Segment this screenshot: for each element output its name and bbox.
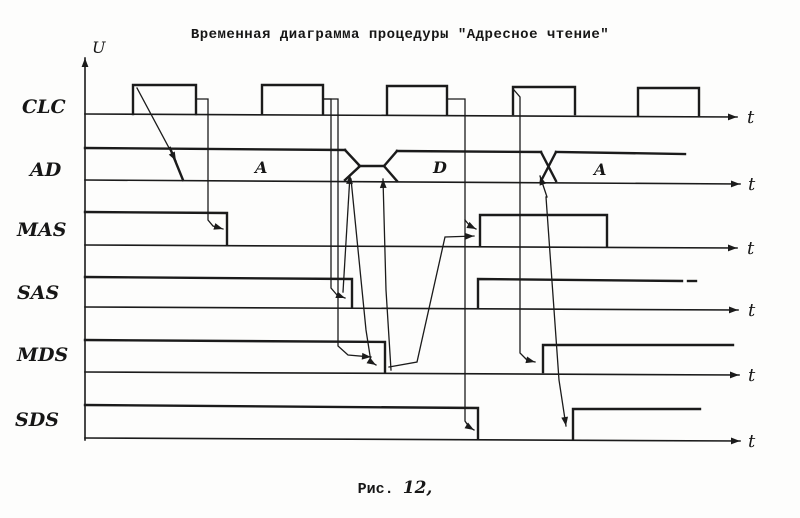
ad-crossover-2 (539, 150, 558, 183)
mds-high-1 (83, 338, 387, 374)
sas-high-1 (83, 275, 354, 309)
ad-open-top (382, 149, 399, 168)
t-axis-ad (84, 179, 741, 185)
mds-high-2 (541, 343, 735, 374)
signal-label-clc: CLC (22, 96, 66, 118)
arrow-ad-crossover-to-sds-rise (545, 196, 567, 427)
signal-label-sds: SDS (15, 409, 59, 431)
arrow-clc2-fall-to-mds-fall (322, 98, 372, 358)
sas-high-2 (476, 277, 684, 310)
arrow-mds-fall-to-ad-open (382, 178, 392, 371)
u-axis-head (81, 58, 89, 67)
t-axis-mas (84, 244, 738, 249)
ad-close-bottom (343, 165, 361, 182)
t-axis-clc (84, 113, 738, 118)
sds-high-1 (83, 403, 480, 441)
figure-caption-label: Рис. (357, 481, 394, 498)
t-label-sas: t (748, 300, 756, 321)
arrow-ad-close-to-mds-fall (350, 178, 377, 366)
arrow-clc4-rise-to-mds-rise-head (525, 356, 535, 364)
signal-label-mds: MDS (16, 344, 68, 366)
t-axis-sas (84, 306, 739, 311)
t-axis-sds-head (730, 437, 740, 445)
bus-label-a1: A (253, 158, 267, 177)
arrow-clc1-rise-to-ad (136, 87, 177, 162)
arrow-to-ad-crossover-head (539, 176, 547, 186)
mas-high-1 (83, 210, 229, 247)
diagram-title: Временная диаграмма процедуры "Адресное … (190, 27, 610, 43)
bus-label-d: D (432, 158, 447, 177)
arrow-clc4-rise-to-mds-rise (513, 89, 536, 363)
arrow-mds-fall-to-ad-open-head (379, 179, 387, 189)
t-label-mds: t (748, 365, 756, 386)
t-axis-clc-head (727, 113, 737, 121)
arrow-clc1-fall-to-mas-fall (195, 98, 224, 230)
clc-pulse-3 (385, 84, 449, 116)
t-axis-sds (84, 437, 741, 442)
arrow-clc3-fall-to-sds-fall (464, 219, 475, 431)
t-label-clc: t (747, 107, 755, 128)
arrow-sas-to-ad-close (342, 174, 351, 293)
ad-open-bottom (382, 164, 399, 183)
ad-top-rail-a2 (554, 150, 687, 156)
t-axis-mds (84, 371, 740, 376)
arrow-clc1-rise-to-ad-head (168, 151, 176, 161)
arrow-sas-to-ad-close-head (346, 175, 353, 185)
arrow-clc2-fall-to-sas-fall (322, 98, 346, 299)
signal-label-mas: MAS (16, 219, 67, 241)
signal-label-sas: SAS (17, 282, 59, 304)
u-axis-label: U (92, 38, 106, 57)
arrow-ad-close-to-mds-fall-head (366, 357, 376, 365)
ad-top-rail-a (83, 146, 347, 152)
bus-label-a2: A (592, 160, 606, 179)
t-axis-mds-head (729, 371, 739, 379)
arrow-mds-fall-to-mas-rise-head (464, 232, 474, 240)
ad-close-top (343, 148, 361, 167)
mas-pulse (478, 213, 609, 248)
arrow-clc1-fall-to-mas-fall-head (213, 223, 223, 230)
arrow-ad-crossover-to-sds-rise-head (561, 416, 569, 426)
t-axis-sas-head (728, 306, 738, 314)
clc-pulse-2 (260, 83, 325, 116)
t-label-mas: t (747, 238, 755, 259)
clc-pulse-5 (636, 86, 701, 117)
t-label-ad: t (748, 174, 756, 195)
arrow-mds-fall-to-mas-rise (388, 235, 475, 368)
signal-label-ad: AD (28, 159, 62, 181)
ad-top-rail-d (395, 149, 543, 154)
t-axis-mas-head (727, 244, 737, 252)
figure-caption-number: 12, (402, 478, 433, 498)
arrow-clc2-fall-to-mds-fall-head (361, 352, 371, 360)
sds-high-2 (571, 407, 702, 441)
t-label-sds: t (748, 431, 756, 452)
clc-pulse-4 (511, 85, 577, 116)
t-axis-ad-head (730, 180, 740, 188)
figure-caption: Рис. 12, (0, 478, 790, 498)
arrow-clc3-fall-to-mas-rise (446, 98, 477, 230)
arrow-clc3-fall-to-mas-rise-head (466, 221, 476, 229)
arrow-clc3-fall-to-sds-fall-head (464, 422, 474, 430)
